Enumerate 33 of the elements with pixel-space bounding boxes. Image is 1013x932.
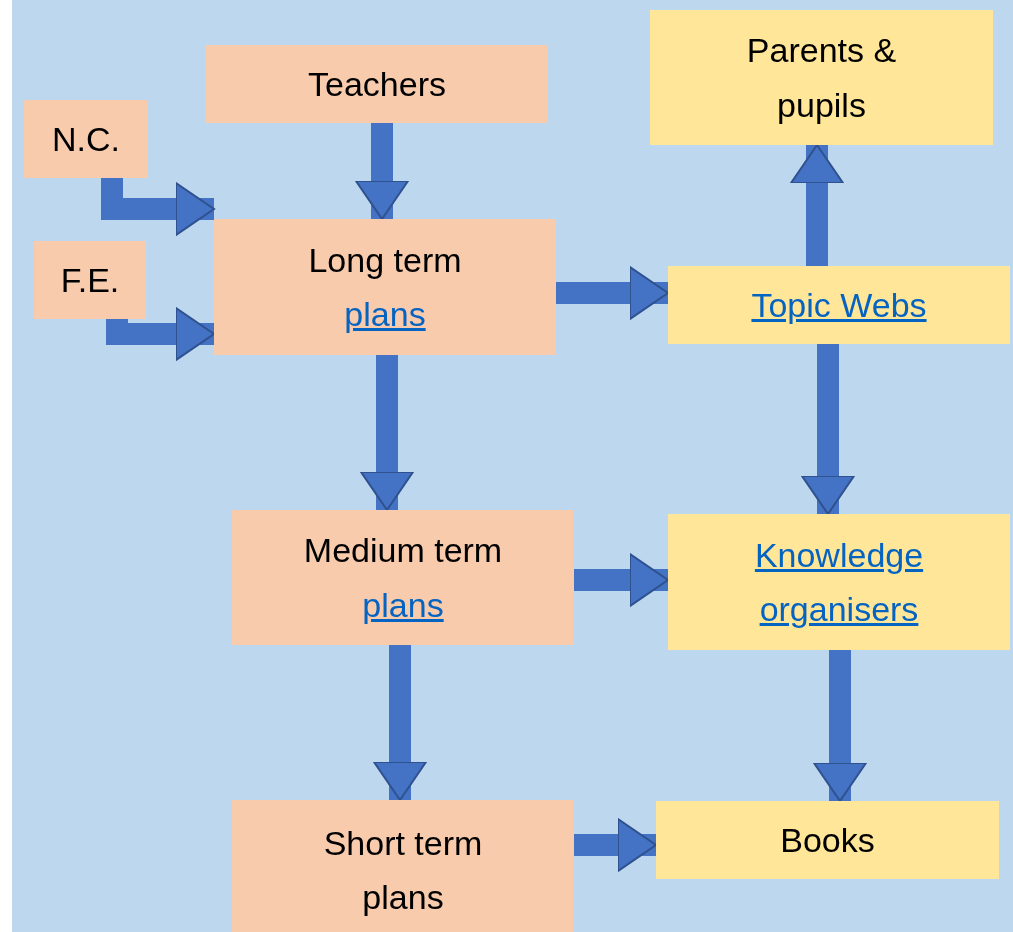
link-text: plans [344, 294, 426, 335]
box-label: Long term [308, 239, 462, 281]
plan-box [24, 100, 148, 178]
block-arrow [355, 123, 409, 220]
plan-box [206, 45, 548, 123]
block-arrow [801, 344, 855, 515]
box-label: Teachers [308, 63, 446, 105]
link-text: plans [362, 584, 444, 626]
block-arrow [360, 355, 414, 511]
box-label: Medium term [303, 530, 503, 572]
plan-box [232, 800, 574, 932]
block-arrow [106, 307, 215, 361]
block-arrow [813, 650, 867, 802]
plan-box [34, 241, 146, 319]
box-label: Short term plans [322, 822, 484, 918]
block-arrow [101, 178, 215, 236]
box-label: F.E. [60, 259, 120, 301]
box-label: Books [780, 819, 875, 861]
plan-box [232, 510, 574, 645]
output-box [650, 10, 993, 145]
box-label: N.C. [52, 118, 120, 160]
block-arrow [373, 645, 427, 801]
block-arrow [574, 818, 657, 872]
link-text: Topic Webs [751, 284, 927, 326]
plan-box [214, 219, 556, 355]
block-arrow [574, 553, 669, 607]
link-text: Knowledge organisers [753, 534, 925, 630]
block-arrow [556, 266, 669, 320]
block-arrow [790, 144, 844, 266]
output-box [656, 801, 999, 879]
output-box [668, 514, 1010, 650]
box-label: Parents & pupils [745, 30, 898, 126]
output-box [668, 266, 1010, 344]
